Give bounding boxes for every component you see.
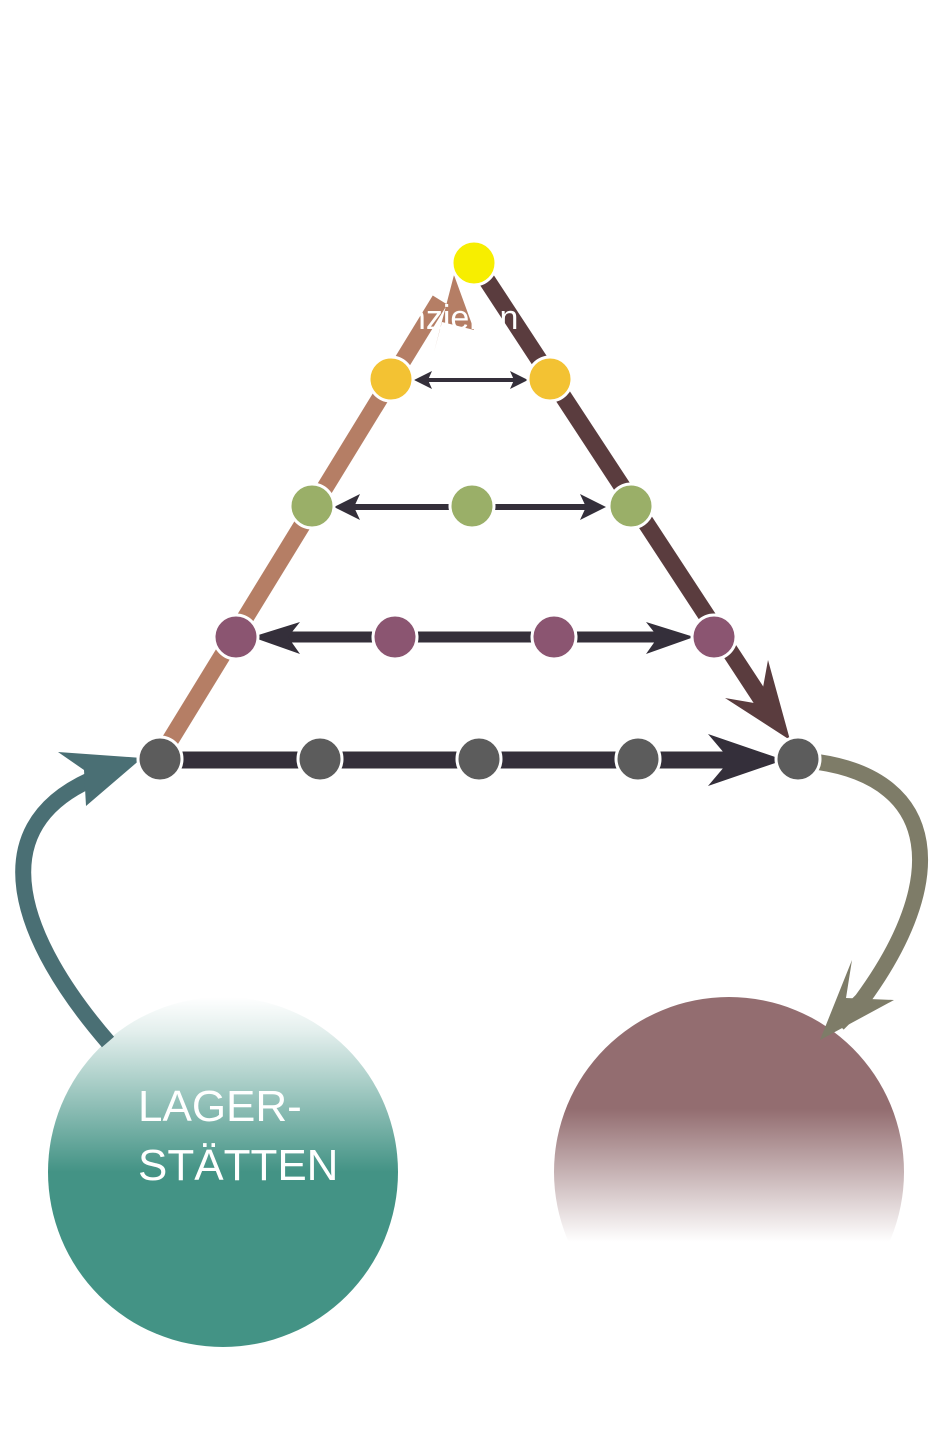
pyramid-right-arrowhead <box>725 660 790 740</box>
level3-node-2 <box>371 613 419 661</box>
level3-node-1 <box>212 613 260 661</box>
level1-node-left <box>367 355 415 403</box>
level2-node-left <box>288 482 336 530</box>
base-arrowhead <box>708 734 784 786</box>
level2-arrowhead-left <box>334 494 360 520</box>
right-loop-arrowhead <box>820 960 894 1040</box>
left-loop-arrow <box>15 756 126 1048</box>
pyramid-left-arrowhead <box>434 275 474 352</box>
base-node-2 <box>296 735 344 783</box>
left-deposit-circle <box>48 997 398 1347</box>
right-circle <box>554 997 904 1347</box>
level2-node-right <box>607 482 655 530</box>
level3-arrowhead-right <box>646 622 694 654</box>
level1-node-right <box>526 355 574 403</box>
level3-node-4 <box>690 613 738 661</box>
level2-arrowhead-right <box>580 494 606 520</box>
top-label-partial: anzieren <box>388 299 518 337</box>
base-node-4 <box>614 735 662 783</box>
level2-node-center <box>448 482 496 530</box>
left-loop-arrowhead <box>58 752 142 806</box>
base-node-3 <box>455 735 503 783</box>
right-loop-arrow <box>816 754 928 1030</box>
level1-arrowhead-right <box>510 371 528 389</box>
level3-arrowhead-left <box>252 622 300 654</box>
level1-arrowhead-left <box>414 371 432 389</box>
base-node-1 <box>136 735 184 783</box>
level3-node-3 <box>530 613 578 661</box>
left-circle-label-line1: LAGER- <box>138 1082 302 1131</box>
left-circle-label-line2: STÄTTEN <box>138 1141 338 1190</box>
base-node-5 <box>774 735 822 783</box>
apex-node <box>450 239 498 287</box>
